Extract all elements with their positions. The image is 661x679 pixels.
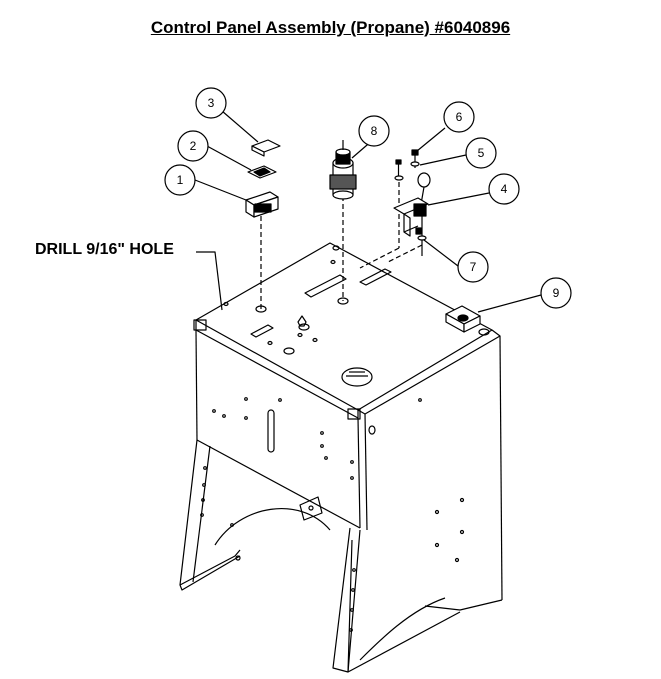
- cabinet-legs: [179, 439, 503, 673]
- cabinet-right-face: [364, 335, 503, 601]
- callout-label-5: 5: [478, 146, 485, 160]
- diagram-title: Control Panel Assembly (Propane) #604089…: [150, 18, 511, 37]
- callout-circle-7: [457, 251, 489, 283]
- callout-circle-4: [488, 173, 520, 205]
- callout-label-2: 2: [190, 139, 197, 153]
- drill-note-leader: [196, 251, 223, 311]
- assembly-guide-lines: [260, 182, 423, 309]
- callout-label-1: 1: [177, 173, 184, 187]
- callout-label-8: 8: [371, 124, 378, 138]
- part-4-lever-bracket: [393, 172, 431, 256]
- cabinet-top-panel: [193, 242, 501, 420]
- callout-circle-5: [465, 137, 497, 169]
- callout-label-3: 3: [208, 96, 215, 110]
- part-8-gas-valve: [329, 140, 357, 200]
- cabinet-left-face: [195, 329, 361, 529]
- part-5-washer: [394, 161, 420, 181]
- callout-circle-9: [540, 277, 572, 309]
- part-9-igniter-module: [445, 305, 481, 333]
- callout-circle-6: [443, 101, 475, 133]
- callout-leaders: [194, 110, 542, 313]
- callout-circle-3: [195, 87, 227, 119]
- callout-label-7: 7: [470, 260, 477, 274]
- part-7-pin: [415, 227, 427, 241]
- callout-circle-2: [177, 130, 209, 162]
- callout-label-4: 4: [501, 182, 508, 196]
- drill-hole-note: DRILL 9/16" HOLE: [35, 241, 174, 258]
- part-2-gasket: [247, 165, 277, 179]
- part-1-switch-housing: [245, 191, 279, 218]
- callout-circles: [164, 87, 572, 309]
- part-3-cover: [251, 139, 281, 157]
- callout-circle-8: [358, 115, 390, 147]
- callout-label-9: 9: [553, 286, 560, 300]
- callout-circle-1: [164, 164, 196, 196]
- callout-label-6: 6: [456, 110, 463, 124]
